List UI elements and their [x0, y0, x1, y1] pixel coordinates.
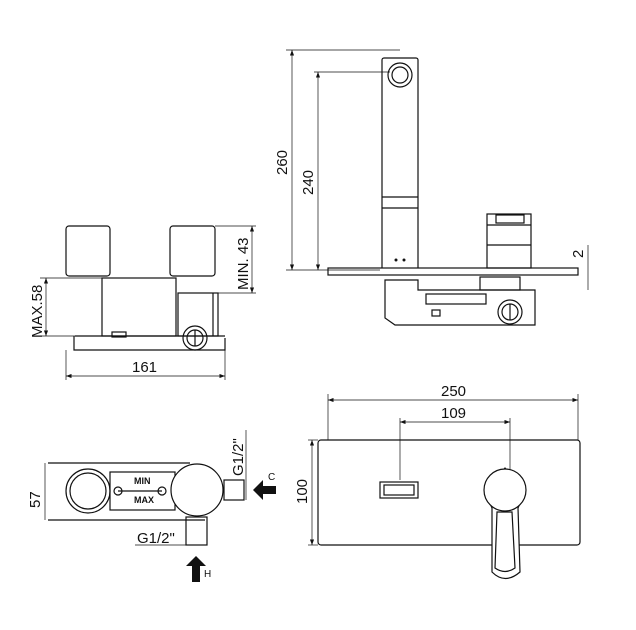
top-view: MIN MAX 57 G1/2" G1/2" C H — [27, 430, 276, 582]
front-view: MAX.58 MIN. 43 161 — [29, 225, 256, 380]
dim-100: 100 — [294, 479, 311, 504]
dim-250: 250 — [441, 383, 466, 400]
plate-view: 250 109 100 — [294, 383, 581, 580]
dim-240: 240 — [300, 170, 317, 195]
hot-arrow-icon — [186, 556, 206, 582]
cold-arrow-icon — [253, 480, 276, 500]
min-mark: MIN — [134, 476, 151, 486]
dim-min-43: MIN. 43 — [235, 237, 252, 290]
inlet-cold-size: G1/2" — [230, 438, 247, 476]
side-view: 260 240 2 — [274, 49, 589, 326]
inlet-hot-size: G1/2" — [137, 530, 175, 547]
dim-109: 109 — [441, 405, 466, 422]
dim-57: 57 — [27, 491, 44, 508]
cold-label: C — [268, 472, 275, 483]
dim-260: 260 — [274, 150, 291, 175]
hot-label: H — [204, 569, 211, 580]
dim-161: 161 — [132, 359, 157, 376]
max-mark: MAX — [134, 495, 154, 505]
dim-max-58: MAX.58 — [29, 285, 46, 338]
dim-2: 2 — [570, 250, 587, 258]
